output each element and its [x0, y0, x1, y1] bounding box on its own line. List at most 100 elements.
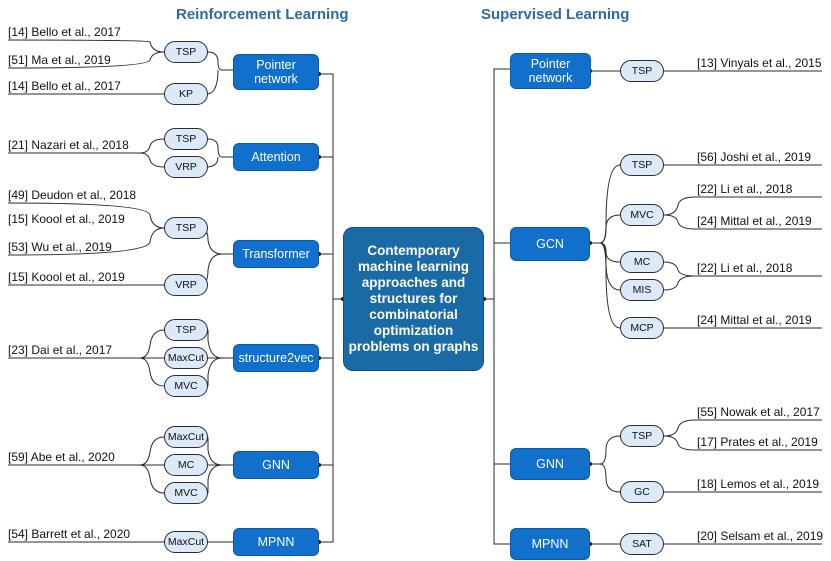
- connector: [207, 69, 219, 95]
- connector: [207, 330, 233, 359]
- connector: [207, 464, 223, 493]
- method-gcn: GCN: [510, 227, 590, 261]
- problem-mvc: MVC: [164, 482, 208, 504]
- reference-label: [22] Li et al., 2018: [697, 261, 793, 275]
- connector: [207, 156, 219, 168]
- connector: [599, 242, 621, 329]
- reference-label: [15] Koool et al., 2019: [8, 270, 125, 284]
- connector: [590, 164, 621, 244]
- junction-dot: [317, 155, 321, 159]
- problem-maxcut: MaxCut: [164, 531, 208, 553]
- connector: [663, 214, 822, 230]
- connector: [663, 435, 822, 451]
- connector: [139, 464, 165, 494]
- junction-dot: [588, 462, 592, 466]
- reference-label: [21] Nazari et al., 2018: [8, 138, 129, 152]
- connector: [319, 73, 343, 300]
- reference-label: [49] Deudon et al., 2018: [8, 188, 137, 202]
- reference-label: [18] Lemos et al., 2019: [697, 477, 820, 491]
- connector: [139, 152, 165, 168]
- method-mpnn-sl: MPNN: [510, 528, 590, 560]
- connector: [663, 275, 696, 291]
- connector: [7, 39, 165, 53]
- method-gnn-sl: GNN: [510, 448, 590, 480]
- central-topic-node: Contemporary machine learning approaches…: [343, 227, 484, 371]
- junction-dot: [588, 241, 592, 245]
- problem-kp: KP: [164, 83, 208, 105]
- junction-dot: [317, 252, 321, 256]
- method-transformer: Transformer: [233, 240, 319, 268]
- reference-label: [14] Bello et al., 2017: [8, 25, 121, 39]
- reference-label: [53] Wu et al., 2019: [8, 240, 112, 254]
- reference-label: [56] Joshi et al., 2019: [697, 150, 812, 164]
- connector: [8, 436, 165, 466]
- problem-tsp: TSP: [164, 128, 208, 150]
- problem-tsp: TSP: [620, 60, 664, 82]
- connector: [599, 214, 621, 244]
- problem-tsp: TSP: [164, 41, 208, 63]
- reference-label: [14] Bello et al., 2017: [8, 79, 121, 93]
- connector: [599, 463, 621, 493]
- connector: [207, 357, 223, 386]
- junction-dot: [482, 297, 486, 301]
- connector: [8, 138, 165, 154]
- connector: [484, 68, 510, 300]
- reference-label: [24] Mittal et al., 2019: [697, 214, 812, 228]
- connector: [319, 299, 334, 543]
- problem-mis: MIS: [620, 279, 664, 301]
- connector: [590, 435, 621, 465]
- connector: [207, 437, 233, 466]
- connector: [599, 242, 621, 291]
- connector: [8, 329, 165, 359]
- problem-mvc: MVC: [620, 204, 664, 226]
- method-mpnn-rl: MPNN: [233, 528, 319, 556]
- junction-dot: [317, 72, 321, 76]
- method-pointer-network-rl: Pointer network: [233, 54, 319, 90]
- connector: [599, 242, 621, 263]
- problem-vrp: VRP: [164, 274, 208, 296]
- problem-tsp: TSP: [620, 425, 664, 447]
- reference-label: [59] Abe et al., 2020: [8, 450, 115, 464]
- problem-gc: GC: [620, 481, 664, 503]
- problem-tsp: TSP: [620, 154, 664, 176]
- problem-mc: MC: [620, 251, 664, 273]
- problem-mc: MC: [164, 454, 208, 476]
- reference-label: [24] Mittal et al., 2019: [697, 313, 812, 327]
- method-attention: Attention: [233, 143, 319, 171]
- connector: [7, 51, 165, 69]
- junction-dot: [317, 540, 321, 544]
- reference-label: [17] Prates et al., 2019: [697, 435, 818, 449]
- reference-label: [22] Li et al., 2018: [697, 182, 793, 196]
- junction-dot: [317, 463, 321, 467]
- connector: [7, 202, 165, 229]
- problem-maxcut: MaxCut: [164, 347, 208, 369]
- junction-dot: [317, 356, 321, 360]
- reference-label: [13] Vinyals et al., 2015: [697, 56, 822, 70]
- problem-mcp: MCP: [620, 317, 664, 339]
- connector: [139, 357, 165, 387]
- problem-vrp: VRP: [164, 156, 208, 178]
- section-title-reinforcement: Reinforcement Learning: [176, 6, 349, 23]
- connector: [207, 51, 233, 71]
- connector: [663, 419, 822, 437]
- method-structure2vec: structure2vec: [233, 344, 319, 372]
- reference-label: [55] Nowak et al., 2017: [697, 405, 820, 419]
- connector: [493, 299, 510, 545]
- reference-label: [20] Selsam et al., 2019: [697, 529, 824, 543]
- method-gnn-rl: GNN: [233, 451, 319, 479]
- problem-maxcut: MaxCut: [164, 426, 208, 448]
- reference-label: [15] Koool et al., 2019: [8, 212, 125, 226]
- reference-label: [23] Dai et al., 2017: [8, 343, 113, 357]
- problem-sat: SAT: [620, 533, 664, 555]
- connector: [663, 196, 822, 216]
- reference-label: [51] Ma et al., 2019: [8, 53, 111, 67]
- reference-label: [54] Barrett et al., 2020: [8, 527, 131, 541]
- connector: [7, 227, 165, 256]
- problem-tsp: TSP: [164, 217, 208, 239]
- method-pointer-network-sl: Pointer network: [510, 53, 591, 89]
- connector: [207, 138, 233, 158]
- problem-tsp: TSP: [164, 319, 208, 341]
- junction-dot: [588, 542, 592, 546]
